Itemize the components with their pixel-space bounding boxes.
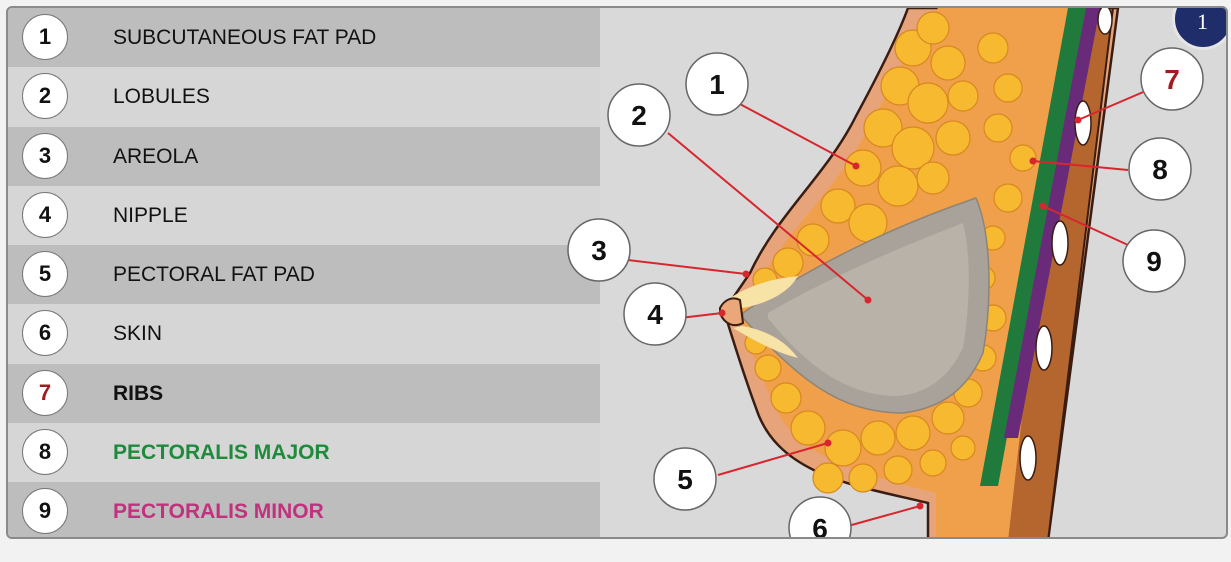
callout-3: 3 [568,219,630,281]
svg-text:8: 8 [1152,154,1168,185]
callout-7: 7 [1141,48,1203,110]
svg-text:2: 2 [631,100,647,131]
svg-text:9: 9 [1146,246,1162,277]
callout-2: 2 [608,84,670,146]
svg-text:5: 5 [677,464,693,495]
svg-text:1: 1 [709,69,725,100]
callout-9: 9 [1123,230,1185,292]
svg-text:7: 7 [1164,64,1180,95]
breast-anatomy-diagram: 1 2 3 4 5 6 7 8 [8,8,1228,539]
callout-5: 5 [654,448,716,510]
svg-text:6: 6 [812,513,828,539]
svg-text:3: 3 [591,235,607,266]
pectoral-fat-strip [936,488,958,539]
figure-frame: 1 SUBCUTANEOUS FAT PAD 2 LOBULES 3 AREOL… [6,6,1228,539]
corner-badge-text: 1 [1197,9,1208,35]
callout-8: 8 [1129,138,1191,200]
callout-6: 6 [789,497,851,539]
callout-1: 1 [686,53,748,115]
callout-4: 4 [624,283,686,345]
svg-text:4: 4 [647,299,663,330]
